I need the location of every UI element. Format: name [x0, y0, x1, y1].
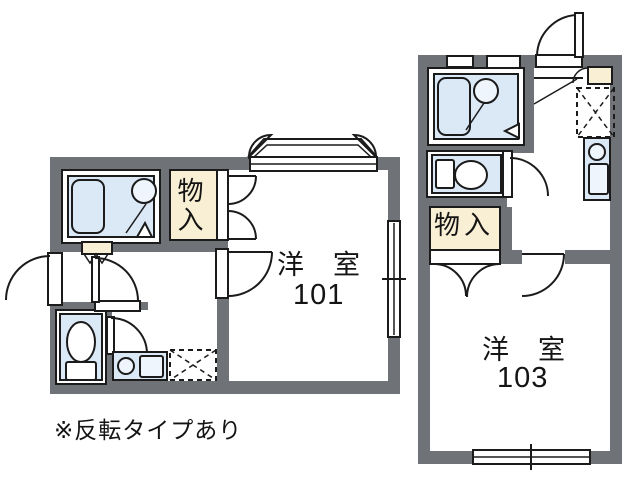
refrigerator-space-103 [576, 87, 615, 138]
kitchen-counter-101 [112, 351, 168, 381]
room-101-label: 洋室 [277, 250, 389, 280]
bay-window-left-ear [247, 133, 274, 160]
room-103-label: 洋室 [482, 335, 594, 365]
bay-window-101 [247, 133, 378, 172]
top-windows-103 [446, 55, 521, 69]
unit-101 [5, 133, 406, 394]
toilet-door-103 [502, 150, 549, 198]
bathtub-103 [437, 77, 471, 136]
toilet-tank-101 [65, 361, 97, 381]
stove-burner-103 [588, 143, 606, 161]
bath-door-mark-101 [135, 220, 154, 238]
top-window-1 [446, 55, 474, 68]
bath-door-mark-103 [502, 122, 520, 140]
entrance-door-swing-103 [536, 14, 577, 56]
room-101-number: 101 [293, 279, 345, 311]
entry-door-leaf-101 [47, 252, 63, 306]
unit-103 [418, 12, 622, 470]
closet-doors-101 [216, 169, 257, 241]
toilet-door-101 [91, 256, 141, 312]
refrigerator-space-101 [169, 349, 217, 381]
room-door-101 [215, 248, 273, 299]
entry-door-swing-101 [5, 255, 51, 301]
room-103-number: 103 [497, 362, 549, 394]
bottom-window-103 [472, 444, 591, 470]
kitchen-sink-101 [139, 355, 164, 378]
kitchen-sink-103 [588, 163, 609, 195]
genkan-103 [533, 77, 583, 105]
bay-window-right-ear [351, 133, 378, 160]
entrance-door-103 [535, 12, 584, 68]
closet-101-label: 物入 [174, 177, 204, 235]
wash-basin-103 [473, 78, 499, 104]
reversed-type-note: ※反転タイプあり [54, 417, 243, 443]
toilet-tank-103 [435, 159, 455, 189]
laundry-box-101 [81, 241, 113, 265]
closet-103-label: 物入 [434, 210, 495, 240]
bathroom-103 [427, 67, 525, 146]
hall-door-101 [106, 316, 148, 355]
bathtub-101 [71, 179, 105, 234]
closet-101 [169, 169, 218, 241]
side-window-101 [382, 220, 406, 338]
room-door-103 [521, 253, 565, 297]
closet-103 [429, 206, 501, 251]
closet-doors-103 [429, 249, 501, 298]
stove-burner-101 [117, 357, 135, 375]
shoe-cabinet-103 [572, 66, 613, 85]
entrance-door-leaf-103 [574, 12, 584, 58]
kitchen-counter-103 [583, 137, 611, 201]
bathroom-101 [61, 169, 161, 244]
wash-basin-101 [131, 178, 157, 204]
entry-door-101 [5, 252, 63, 306]
toilet-room-103 [426, 150, 507, 198]
toilet-bowl-101 [66, 321, 96, 363]
toilet-bowl-103 [454, 160, 488, 190]
toilet-room-101 [55, 309, 107, 385]
top-window-2 [486, 55, 521, 69]
